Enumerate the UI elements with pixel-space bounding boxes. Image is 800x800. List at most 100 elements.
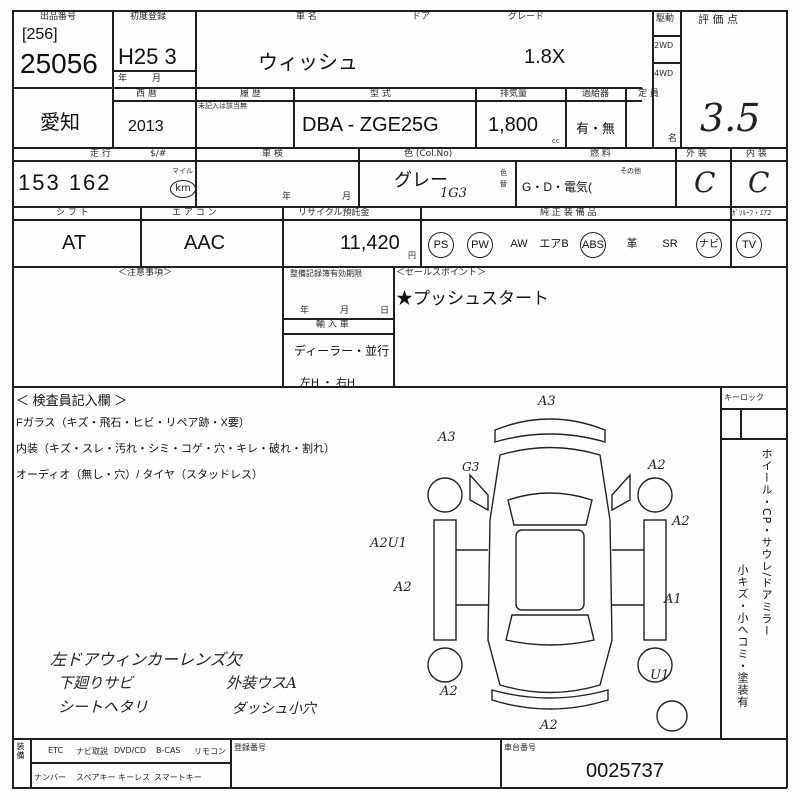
sunroof-label: ｶﾞｿﾙｰﾌ・ｴｱ2 [732,209,772,217]
inspection-title: ＜ 検査員記入欄 ＞ [16,393,128,408]
displacement-label: 排気量 [500,89,528,99]
footer-item: ナンバー [34,773,66,782]
footer-item: ナビ取説 [76,747,108,756]
drive-4wd: 4WD [654,69,674,78]
import-label: 輸 入 車 [316,320,349,330]
inspection-month: 月 [342,192,352,202]
year-label: 西 暦 [136,89,157,99]
score-value: 3.5 [700,96,761,140]
import-value: ディーラー・並行 [294,344,390,358]
warranty-label: 整備記録簿有効期限 [290,269,362,278]
year-value: 2013 [128,118,164,135]
rule [12,219,787,221]
color-change-label: 色替 [500,169,507,188]
recycle-label: リサイクル預託金 [298,208,370,218]
border-top [12,10,787,12]
mileage-value: 153 162 [18,170,112,195]
mileage-unit-km: km [170,180,196,198]
owner-label: 登録番号 [234,743,266,752]
turbo-label: 過給器 [582,89,610,99]
rule [393,266,395,386]
displacement-value: 1,800 [488,114,539,136]
mileage-unit-label: $/# [150,149,167,159]
rule-row4 [12,266,787,268]
border-left [12,10,14,788]
rule [675,147,677,206]
rule [652,35,680,37]
mark-roof: G3 [462,460,480,474]
rule [282,318,393,320]
rule [740,408,742,438]
mark-top: A3 [538,394,556,409]
rule [730,147,732,206]
warranty-day: 日 [380,306,390,316]
mileage-miles: マイル [172,167,193,175]
rule [720,408,786,410]
capacity-unit: 名 [668,134,678,144]
ac-value: AAC [184,232,226,254]
rule [475,87,477,147]
history-label: 履 歴 [240,89,261,99]
rule-row5 [12,386,787,388]
rule [230,738,232,787]
inspection-line-3: オーディオ（無し・穴）/ タイヤ（スタッドレス） [16,469,264,481]
inspection-line-2: 内装（キズ・スレ・汚れ・シミ・コゲ・穴・キレ・破れ・割れ） [16,443,335,455]
footer-item: DVD/CD [114,746,147,755]
drive-label: 駆動 [656,14,675,24]
footer-item: キーレス [118,773,150,782]
rule [282,266,284,386]
year-unit: 年 [118,74,128,84]
inspection-line-1: Fガラス（キズ・飛石・ヒビ・リペア跡・X要） [16,417,250,429]
car-diagram [427,418,688,732]
mark-right-front: A2 [648,458,666,473]
footer-item: ETC [48,746,64,755]
capacity-label: 定 員 [638,89,659,99]
rule [195,10,197,87]
rule [112,70,195,72]
equipment-item: AW [510,238,528,250]
grade-label: グレード [508,12,545,22]
prefecture: 愛知 [40,112,80,134]
interior-label: 内 装 [746,149,767,159]
equipment-item: ナビ [696,232,722,258]
rule [720,386,722,738]
note-2: 下廻りサビ [58,674,134,692]
footer-item: リモコン [194,747,226,756]
mark-left-mid: A2U1 [370,536,407,551]
interior-value: C [748,166,770,199]
lot-label: 出品番号 [40,12,77,22]
equipment-item: ABS [580,232,606,258]
fuel-other: その他 [620,167,641,175]
rule [730,206,732,266]
mark-right-front-2: A2 [672,514,690,529]
exterior-label: 外 装 [686,149,707,159]
keylock-label: キーロック [724,393,764,402]
history-note: 未記入は該当無 [198,102,247,110]
rule [140,206,142,266]
mark-left-rear: A2 [394,580,412,595]
chassis-label: 車台番号 [504,743,536,752]
lot-code: [256] [22,26,58,43]
color-value: グレー [394,170,448,190]
rule [112,100,642,102]
displacement-unit: cc [552,137,560,145]
first-reg-label: 初度登録 [130,12,167,22]
recycle-value: 11,420 [340,232,400,254]
border-right [786,10,788,788]
equipment-item: PW [467,232,493,258]
inspection-year: 年 [282,192,292,202]
warranty-year: 年 [300,306,310,316]
equipment-item: エアB [539,238,569,250]
inspection-side-text-2: 小キズ・小ヘコミ・塗装有 [736,564,749,708]
equipment-item: PS [428,232,454,258]
note-3: シートヘタリ [58,698,149,716]
footer-item: スマートキー [154,773,202,782]
rule [12,160,787,162]
rule [112,87,114,147]
rule [720,438,786,440]
rule [625,87,627,147]
turbo-value: 有・無 [576,121,616,136]
recycle-unit: 円 [408,251,416,260]
equipment-item: 革 [626,238,638,250]
